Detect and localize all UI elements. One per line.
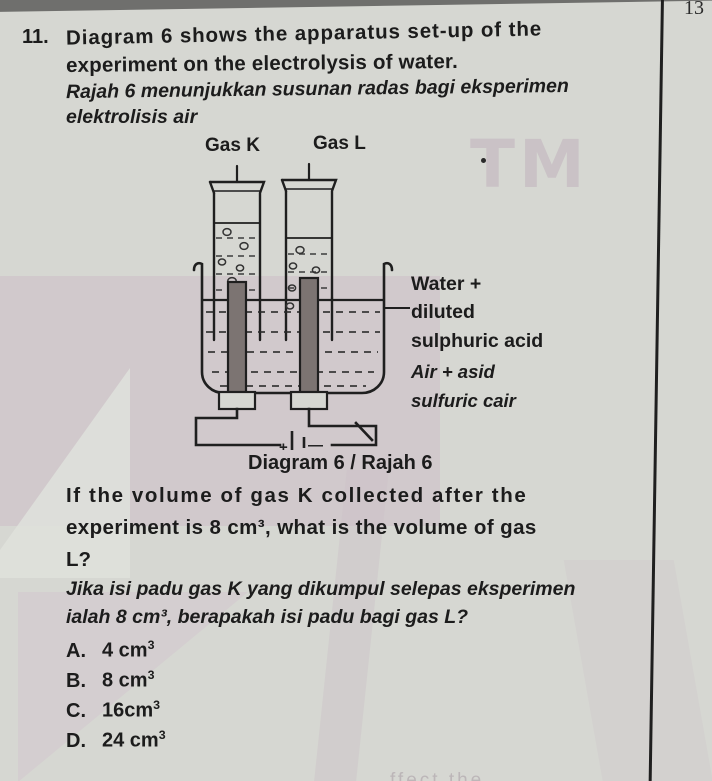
electrolysis-apparatus-diagram: + — <box>180 160 410 450</box>
watermark-triangle-left <box>0 368 130 578</box>
option-value-a: 4 cm <box>102 639 148 662</box>
svg-text:+: + <box>279 439 288 450</box>
stem-english-line-3: L? <box>66 548 92 571</box>
diagram-caption: Diagram 6 / Rajah 6 <box>248 452 433 474</box>
answer-option-d[interactable]: D. 24 cm3 <box>66 728 166 753</box>
svg-text:—: — <box>308 437 323 450</box>
answer-option-a[interactable]: A. 4 cm3 <box>66 638 155 663</box>
column-divider-line <box>648 0 664 781</box>
option-exp-b: 3 <box>147 668 155 682</box>
scan-speck <box>481 158 486 163</box>
option-letter-c: C. <box>66 699 86 722</box>
solution-label-line-1: Water + <box>411 273 482 295</box>
watermark-right <box>563 560 712 781</box>
option-letter-d: D. <box>66 729 86 752</box>
option-value-d: 24 cm <box>102 729 159 752</box>
option-exp-c: 3 <box>153 698 161 712</box>
solution-label-malay-line-1: Air + asid <box>411 361 495 382</box>
solution-label-line-3: sulphuric acid <box>411 330 544 352</box>
stem-english-line-1: If the volume of gas K collected after t… <box>66 484 528 507</box>
option-letter-b: B. <box>66 669 86 692</box>
stem-english-line-2: experiment is 8 cm³, what is the volume … <box>66 516 537 539</box>
stem-malay-line-1: Jika isi padu gas K yang dikumpul selepa… <box>66 578 576 600</box>
watermark-tm-text: TM <box>470 126 589 203</box>
bottom-cutoff-text: ffect the <box>390 770 485 781</box>
scan-top-bar <box>0 0 712 12</box>
stem-malay-line-2: ialah 8 cm³, berapakah isi padu bagi gas… <box>66 606 469 628</box>
option-exp-d: 3 <box>158 728 166 742</box>
answer-option-b[interactable]: B. 8 cm3 <box>66 668 155 693</box>
question-english-line-1: Diagram 6 shows the apparatus set-up of … <box>65 17 543 50</box>
question-number: 11. <box>22 26 49 48</box>
page-corner-number: 13 <box>684 0 704 19</box>
option-value-b: 8 cm <box>102 669 148 692</box>
question-malay-line-2: elektrolisis air <box>66 106 198 128</box>
solution-label-malay-line-2: sulfuric cair <box>411 390 516 411</box>
question-malay-line-1: Rajah 6 menunjukkan susunan radas bagi e… <box>65 74 569 104</box>
gas-k-label: Gas K <box>205 135 260 156</box>
question-english-line-2: experiment on the electrolysis of water. <box>65 49 459 78</box>
option-letter-a: A. <box>66 639 86 662</box>
solution-label-line-2: diluted <box>411 301 475 323</box>
answer-option-c[interactable]: C. 16cm3 <box>66 698 160 723</box>
gas-l-label: Gas L <box>313 133 366 154</box>
option-value-c: 16cm <box>102 699 154 722</box>
option-exp-a: 3 <box>147 638 155 652</box>
